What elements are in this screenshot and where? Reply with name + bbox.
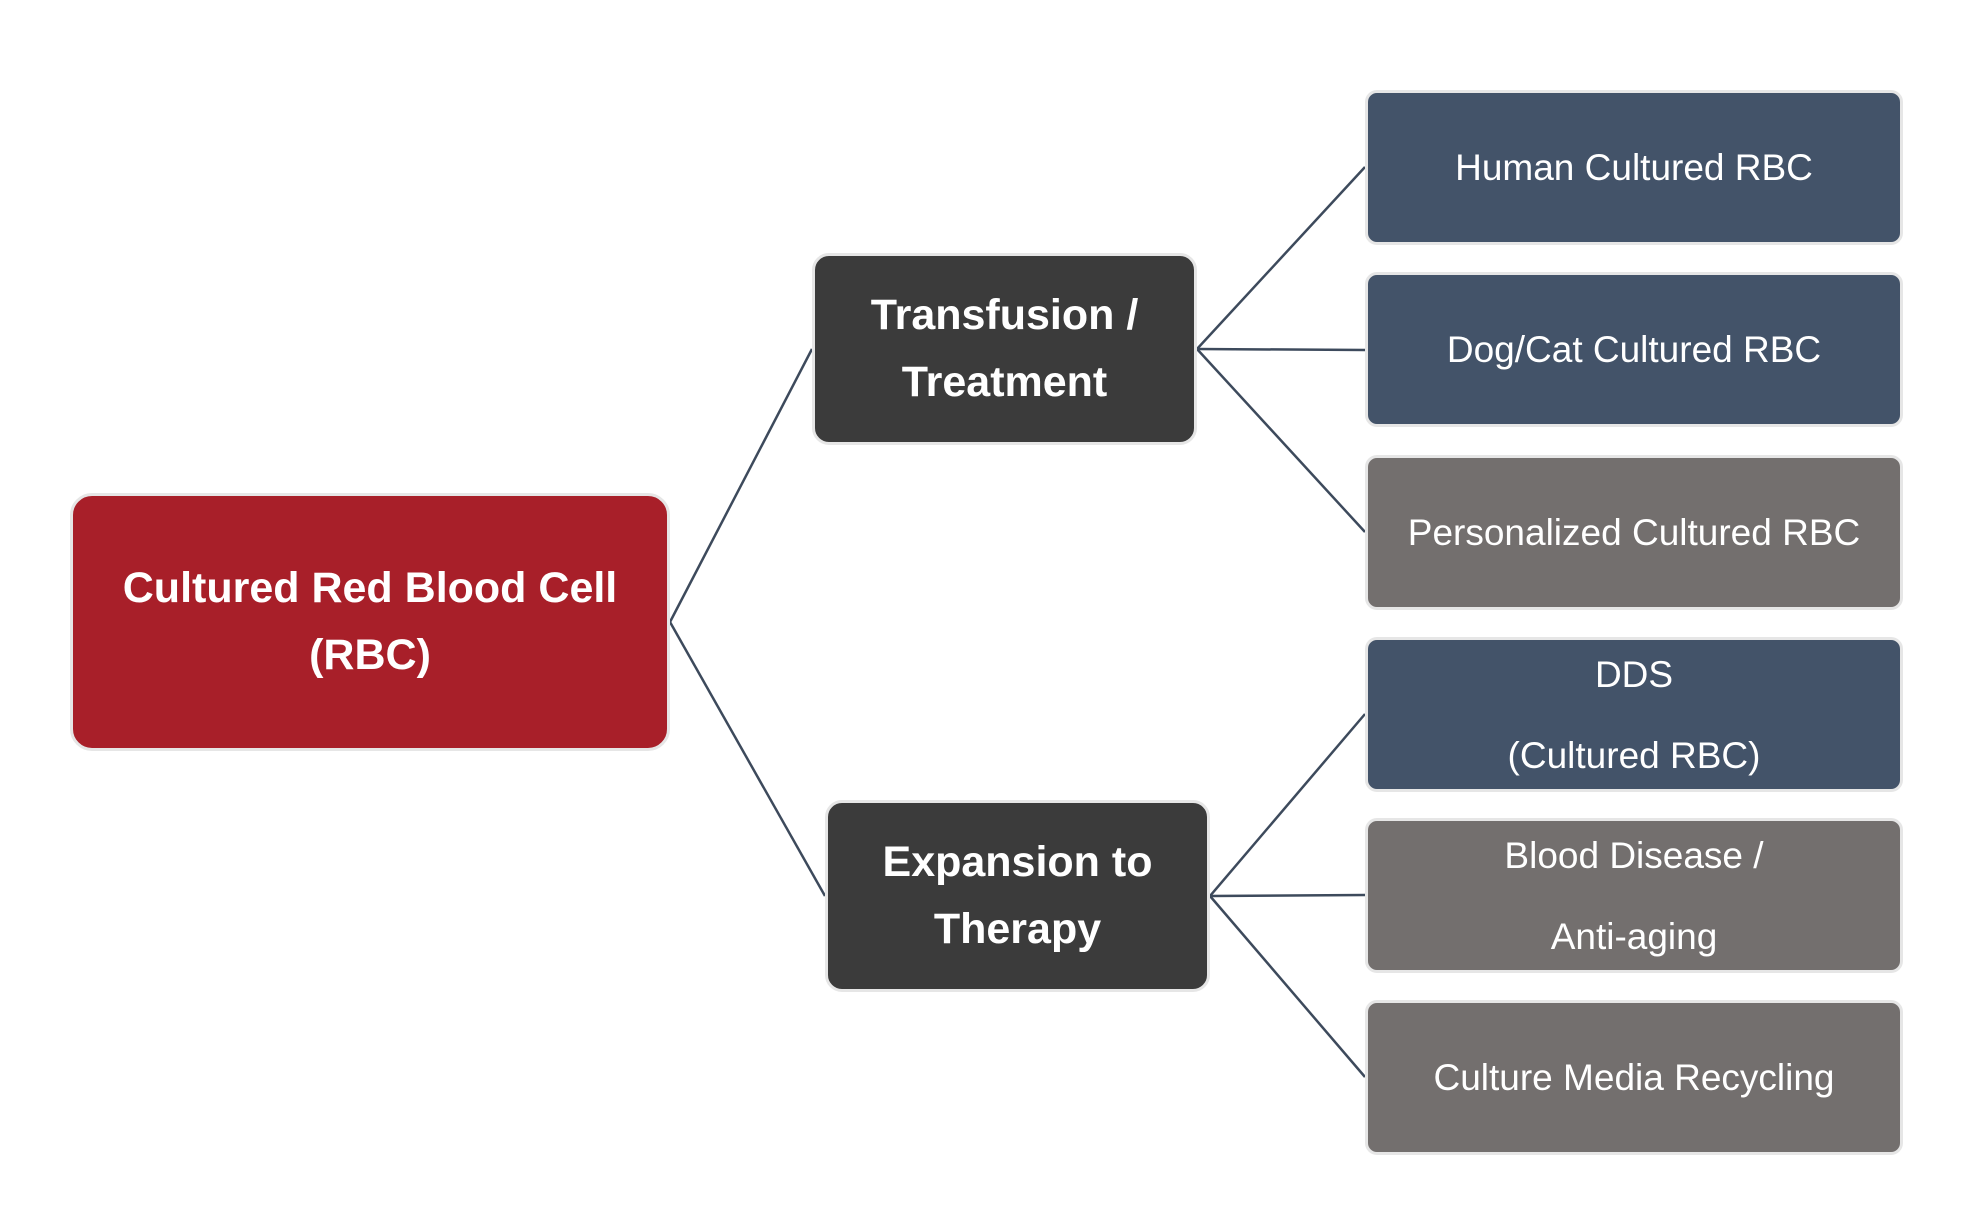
branch-node-line: Treatment	[901, 358, 1108, 406]
connector-transfusion-to-personalized	[1196, 348, 1366, 533]
branch-node-line: Expansion to	[882, 838, 1153, 886]
connector-root-to-transfusion	[668, 348, 814, 623]
connector-transfusion-to-human	[1196, 166, 1366, 350]
leaf-node-line: Anti-aging	[1550, 915, 1718, 957]
connector-expansion-to-dds	[1209, 713, 1366, 897]
connector-expansion-to-blood-disease	[1209, 893, 1366, 898]
branch-node-line: Transfusion /	[870, 291, 1139, 339]
connector-transfusion-to-dogcat	[1196, 347, 1366, 352]
leaf-node-line: Dog/Cat Cultured RBC	[1446, 329, 1822, 370]
leaf-node-blood-disease-anti-aging: Blood Disease / Anti-aging	[1365, 818, 1903, 973]
leaf-node-line: Personalized Cultured RBC	[1407, 512, 1861, 553]
connector-expansion-to-media-recycling	[1209, 895, 1366, 1078]
connector-root-to-expansion	[668, 621, 827, 897]
leaf-node-dds-cultured-rbc: DDS (Cultured RBC)	[1365, 637, 1903, 792]
branch-node-expansion-to-therapy: Expansion to Therapy	[825, 800, 1210, 992]
root-node-line: Cultured Red Blood Cell	[122, 564, 618, 612]
root-node-line: (RBC)	[309, 631, 431, 679]
leaf-node-culture-media-recycling: Culture Media Recycling	[1365, 1000, 1903, 1155]
root-node-cultured-rbc: Cultured Red Blood Cell (RBC)	[70, 493, 670, 751]
branch-node-line: Therapy	[933, 905, 1102, 953]
leaf-node-line: (Cultured RBC)	[1507, 734, 1761, 776]
leaf-node-line: DDS	[1594, 653, 1674, 695]
leaf-node-line: Culture Media Recycling	[1433, 1057, 1835, 1098]
leaf-node-line: Blood Disease /	[1504, 834, 1764, 876]
leaf-node-line: Human Cultured RBC	[1455, 147, 1813, 188]
leaf-node-dogcat-cultured-rbc: Dog/Cat Cultured RBC	[1365, 272, 1903, 427]
leaf-node-personalized-cultured-rbc: Personalized Cultured RBC	[1365, 455, 1903, 610]
leaf-node-human-cultured-rbc: Human Cultured RBC	[1365, 90, 1903, 245]
branch-node-transfusion-treatment: Transfusion / Treatment	[812, 253, 1197, 445]
